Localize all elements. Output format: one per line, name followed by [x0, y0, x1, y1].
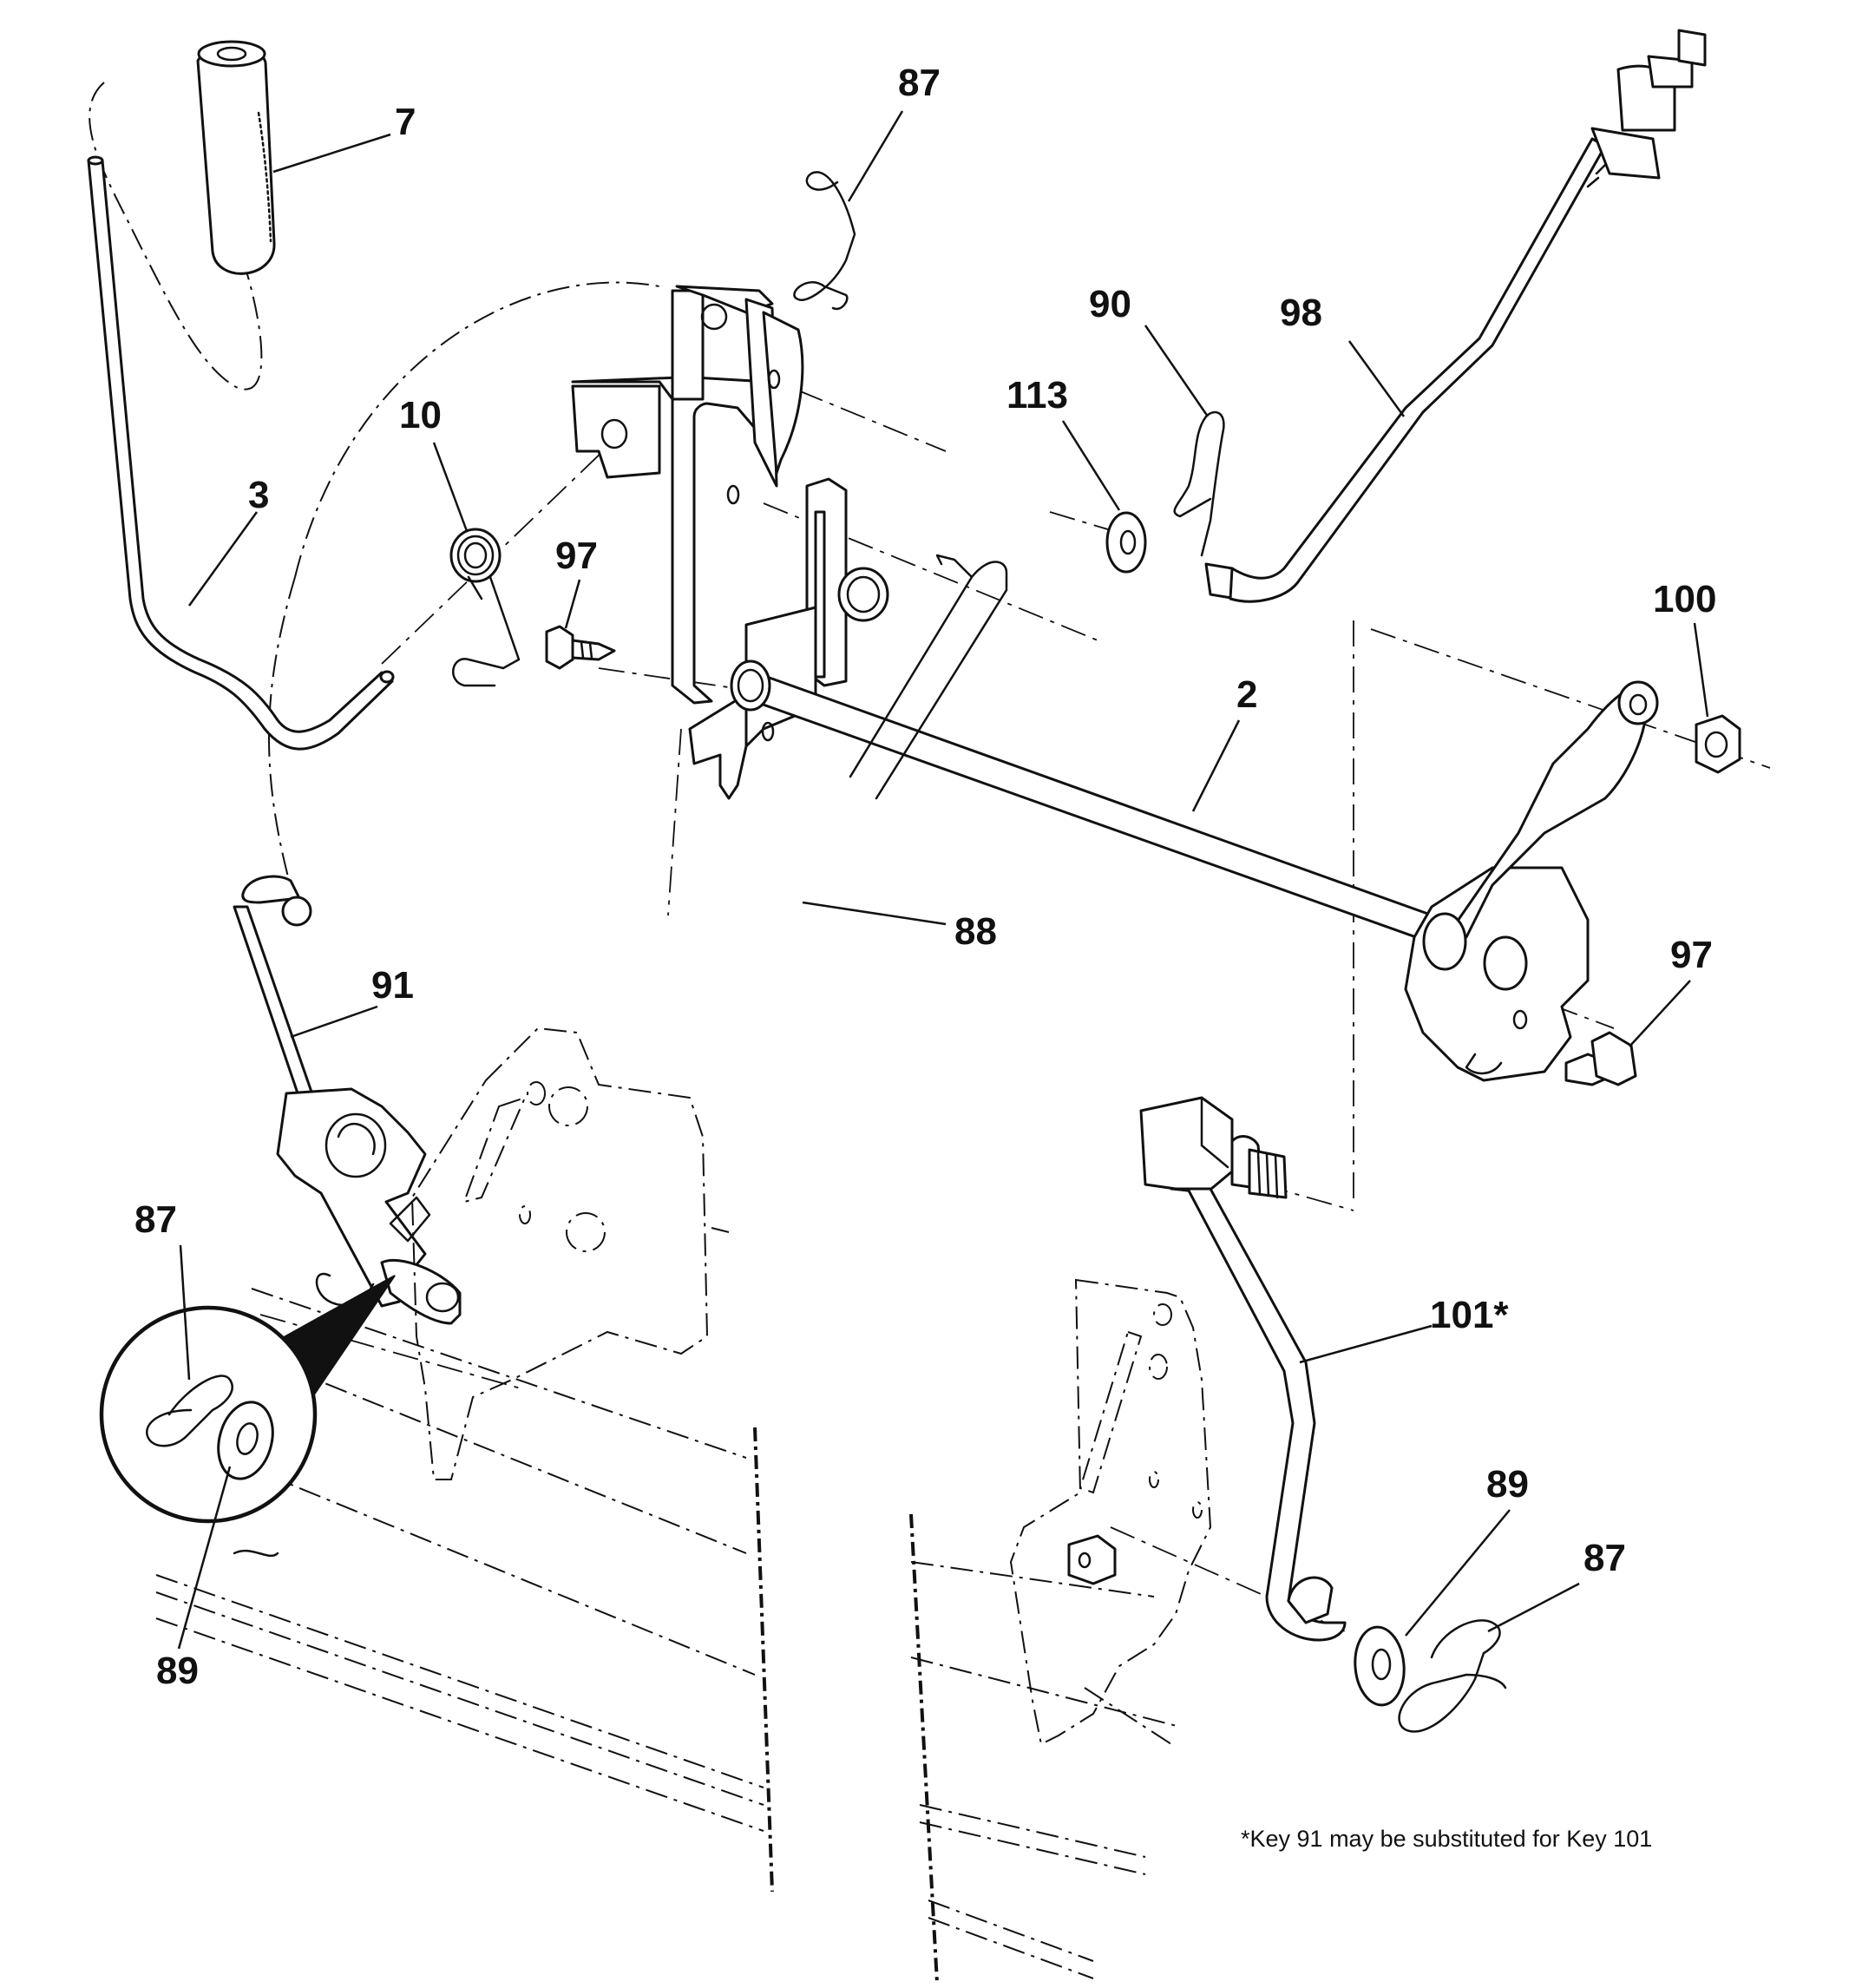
right-deck-hanger: [1009, 1278, 1212, 1746]
shaft-bracket: [688, 477, 889, 800]
callout-3: 3: [248, 474, 269, 516]
right-lift-arm: [1404, 680, 1659, 1082]
part-101-adjustment-link: [1139, 1096, 1347, 1642]
callout-97: 97: [1670, 934, 1713, 976]
leader-lines: [177, 110, 1709, 1650]
mower-deck-outline-left: [155, 1288, 774, 1893]
part-97-bolt-upper: [545, 625, 616, 670]
part-113-washer: [1105, 511, 1147, 574]
part-89-washer-right: [1354, 1625, 1406, 1707]
detail-magnifier: [99, 1275, 396, 1524]
part-3-lift-lever: [87, 155, 395, 751]
part-100-nut: [1695, 714, 1741, 774]
part-7-handle-grip: [196, 40, 276, 275]
callout-89: 89: [1486, 1463, 1529, 1506]
callout-113: 113: [1006, 374, 1068, 417]
callout-10: 10: [399, 394, 442, 436]
part-98-adjuster-rod: [1204, 29, 1707, 603]
callout-labels: 7 87 90 98 113 10 3 97 100 2 88 97 91 87…: [134, 62, 1716, 1692]
part-97-bolt-lower: [1564, 1031, 1637, 1086]
callout-89: 89: [156, 1650, 199, 1692]
callout-2: 2: [1236, 673, 1257, 716]
callout-7: 7: [395, 101, 416, 143]
callout-101: 101*: [1430, 1294, 1509, 1336]
main-bracket: [571, 285, 804, 705]
part-87-hairpin-clip-right: [1398, 1619, 1507, 1733]
footnote: *Key 91 may be substituted for Key 101: [1241, 1826, 1652, 1852]
part-90-hairpin-clip: [1173, 410, 1225, 557]
callout-100: 100: [1653, 578, 1716, 620]
mower-deck-outline-right: [909, 1513, 1181, 1984]
callout-91: 91: [371, 964, 414, 1007]
callout-87: 87: [134, 1198, 177, 1241]
callout-87: 87: [898, 62, 941, 104]
left-deck-hanger: [410, 1027, 730, 1480]
part-10-torsion-spring: [449, 528, 521, 687]
callout-97: 97: [555, 535, 598, 577]
part-2-cross-shaft: [730, 659, 1446, 948]
callout-87: 87: [1583, 1537, 1626, 1579]
part-87-hairpin-clip-top: [793, 171, 856, 311]
left-link-bracket: [276, 1087, 462, 1325]
part-88-extension-spring: [849, 554, 1008, 800]
callout-90: 90: [1089, 283, 1131, 325]
callout-98: 98: [1280, 292, 1322, 334]
callout-88: 88: [954, 910, 997, 953]
